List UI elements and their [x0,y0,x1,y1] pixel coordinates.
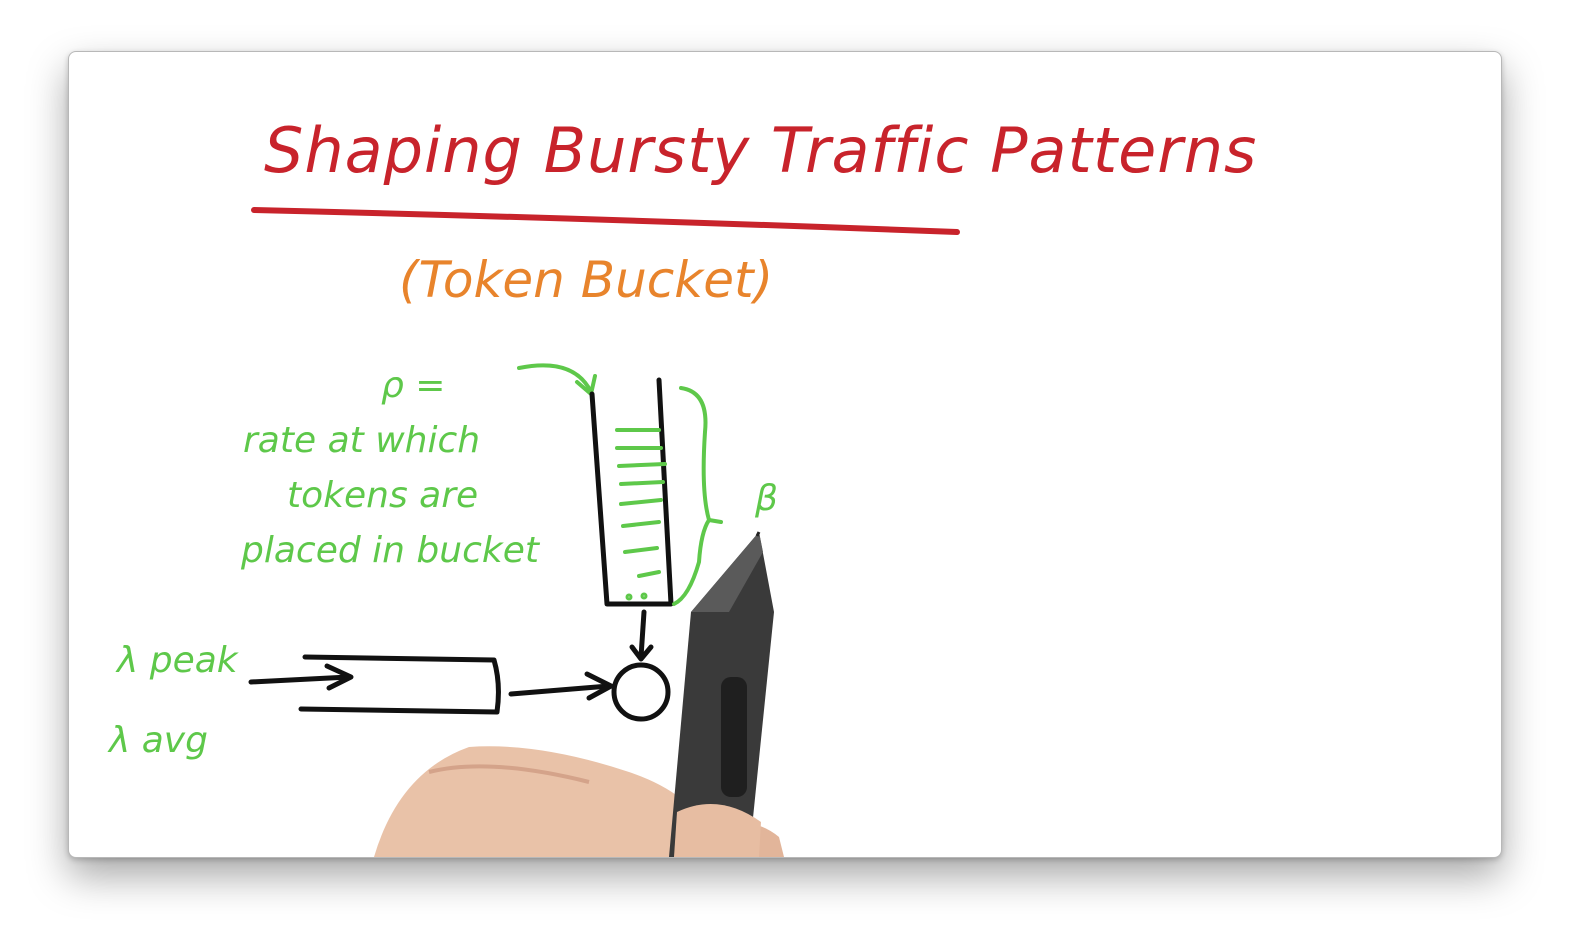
video-frame: Shaping Bursty Traffic Patterns (Token B… [68,51,1502,858]
rho-arrow [517,363,593,394]
title: Shaping Bursty Traffic Patterns [264,114,1257,187]
rho-description-line-2: tokens are [287,475,478,516]
rho-label: ρ = [381,365,445,406]
bucket-depth-brace [672,386,711,606]
lambda-avg-label: λ avg [107,720,208,761]
bucket-tokens [615,428,667,601]
rho-description-line-3: placed in bucket [240,530,541,571]
presenter-hand-with-stylus [374,531,784,857]
beta-label: β [754,478,778,519]
title-underline [251,207,960,235]
regulator-gate [611,662,671,722]
whiteboard-canvas: Shaping Bursty Traffic Patterns (Token B… [107,114,1257,857]
lambda-peak-label: λ peak [115,640,240,681]
token-arrow [638,609,647,660]
input-arrow-head [324,663,354,691]
bucket-outline [589,377,674,607]
token-bucket [589,377,723,607]
packet-queue [298,654,501,715]
queue-arrow [508,683,612,697]
queue-arrow-head [584,671,614,701]
rho-description-line-1: rate at which [243,420,480,461]
subtitle: (Token Bucket) [399,251,773,309]
input-arrow [248,674,352,685]
token-arrow-head [629,644,654,662]
